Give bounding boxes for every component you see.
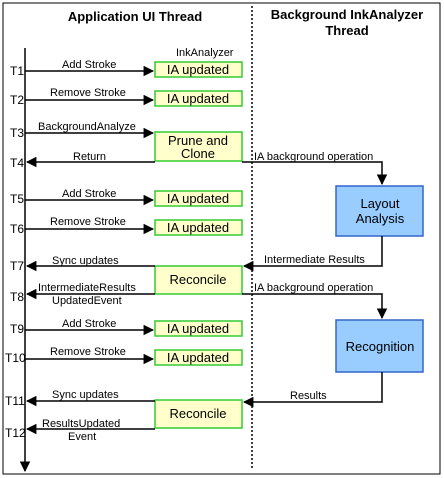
time-label: T7 [10,259,24,273]
ia-updated-text: IA updated [167,321,229,336]
intermediate-results-arrow [242,236,383,272]
time-label: T12 [5,426,26,440]
time-label: T2 [10,93,24,107]
time-label: T5 [10,192,24,206]
inkanalyzer-label: InkAnalyzer [176,47,234,59]
prune-and-clone-text-line2: Clone [181,146,215,161]
header-background-thread-line2: Thread [325,23,368,38]
background-analyze-label: BackgroundAnalyze [38,121,136,133]
ia-updated-text: IA updated [167,350,229,365]
time-labels: T1 T2 T3 T4 T5 T6 T7 T8 T9 T10 T11 T12 [5,64,26,440]
ia-background-operation-arrow [242,293,388,320]
remove-stroke-label: Remove Stroke [50,216,126,228]
ia-updated-box [154,349,243,366]
intermediate-results-event-label-line2: UpdatedEvent [52,295,122,307]
add-stroke-label: Add Stroke [62,318,116,330]
ia-updated-box [154,61,243,78]
ia-updated-box [154,90,243,107]
time-label: T4 [10,156,24,170]
intermediate-results-label: Intermediate Results [264,254,365,266]
results-arrow [242,372,383,408]
return-label: Return [73,151,106,163]
recognition-text: Recognition [346,339,415,354]
add-stroke-label: Add Stroke [62,59,116,71]
ia-updated-text: IA updated [167,62,229,77]
prune-and-clone-box [154,131,243,162]
header-ui-thread: Application UI Thread [68,9,202,24]
reconcile-text: Reconcile [169,272,226,287]
remove-stroke-label: Remove Stroke [50,87,126,99]
sync-updates-label: Sync updates [52,255,119,267]
ia-updated-box [154,190,243,207]
ia-background-operation-label: IA background operation [254,282,373,294]
ia-updated-box [154,320,243,337]
ia-updated-box [154,219,243,236]
ia-updated-text: IA updated [167,220,229,235]
ia-background-operation-label: IA background operation [254,151,373,163]
layout-analysis-text-line1: Layout [360,196,399,211]
reconcile-box [154,265,243,295]
header-background-thread-line1: Background InkAnalyzer [271,7,423,22]
reconcile-box [154,399,243,429]
time-label: T1 [10,64,24,78]
time-label: T10 [5,351,26,365]
add-stroke-label: Add Stroke [62,188,116,200]
time-label: T8 [10,290,24,304]
time-label: T6 [10,222,24,236]
diagram-frame [2,2,441,475]
ia-updated-text: IA updated [167,91,229,106]
time-label: T11 [5,394,25,408]
layout-analysis-text-line2: Analysis [356,211,405,226]
layout-analysis-box [335,185,424,237]
intermediate-results-event-label-line1: IntermediateResults [38,282,136,294]
reconcile-text: Reconcile [169,406,226,421]
prune-and-clone-text-line1: Prune and [168,133,228,148]
results-updated-event-label-line1: ResultsUpdated [42,418,120,430]
ia-background-operation-arrow [242,161,388,186]
results-updated-event-label-line2: Event [68,431,96,443]
recognition-box [335,319,424,373]
remove-stroke-label: Remove Stroke [50,346,126,358]
time-label: T3 [10,126,24,140]
sync-updates-label: Sync updates [52,389,119,401]
time-label: T9 [10,322,24,336]
ia-updated-text: IA updated [167,191,229,206]
results-label: Results [290,390,327,402]
